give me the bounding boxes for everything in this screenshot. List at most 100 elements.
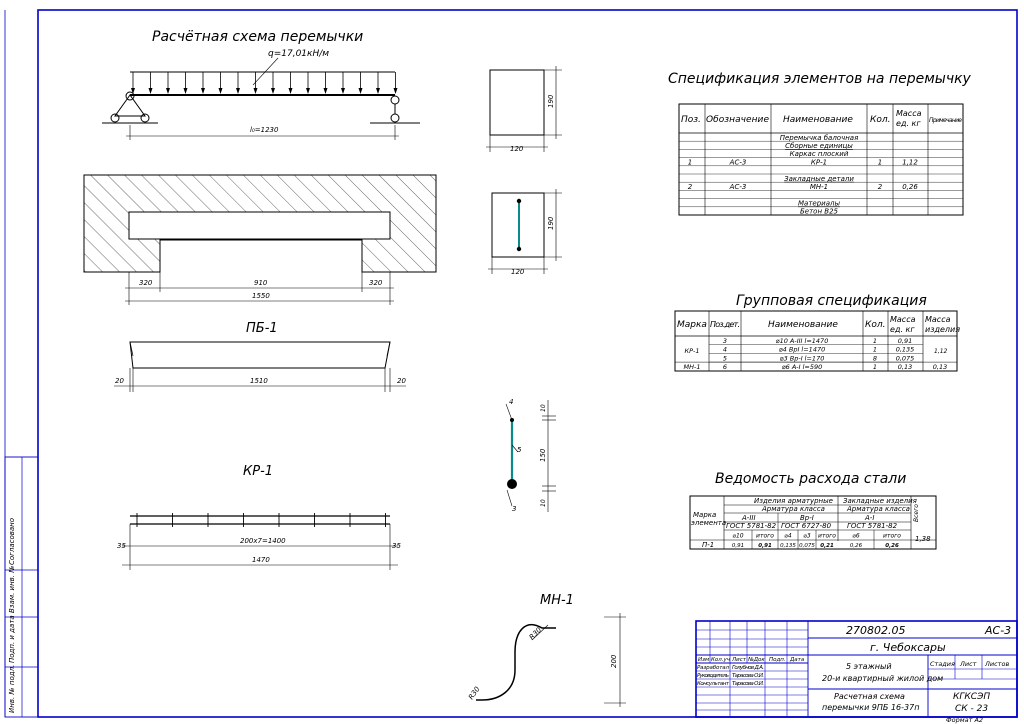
stamp-role-3: Консультант — [697, 681, 730, 687]
dim-total: 1550 — [252, 292, 270, 300]
load-arrow-head — [341, 88, 345, 94]
spec-row-code: АС-3 — [729, 158, 747, 166]
spec-row-name: Каркас плоский — [790, 150, 849, 158]
steel-value: 0,26 — [850, 543, 863, 549]
pb1-in-wall — [128, 211, 391, 240]
steel-h-gost3: ГОСТ 5781-82 — [847, 522, 898, 530]
stamp-doc-code: 270802.05 — [846, 624, 906, 637]
sec1-width: 120 — [510, 145, 524, 153]
gs-h-pos: Поз.дет. — [710, 320, 740, 329]
steel-title: Ведомость расхода стали — [715, 471, 906, 487]
gs-row-qty: 1 — [873, 337, 877, 345]
stamp-col-date: Дата — [789, 657, 805, 663]
kr-pos-3: 3 — [512, 505, 516, 513]
spec-row-code: АС-3 — [729, 183, 747, 191]
spec-row-name: Сборные единицы — [785, 142, 853, 150]
stamp-col-izm: Изм — [698, 657, 709, 663]
spec-h-note: Примечание — [929, 117, 962, 124]
spec-row-pos: 2 — [688, 183, 693, 191]
strip-agreed: Согласовано — [8, 518, 16, 565]
stamp-city: г. Чебоксары — [870, 641, 946, 654]
gs-row-total: 0,13 — [933, 363, 947, 371]
roller-support — [370, 95, 420, 124]
steel-value: 0,21 — [820, 543, 834, 549]
gs-h-name: Наименование — [768, 320, 838, 330]
beam-scheme-title: Расчётная схема перемычки — [152, 29, 363, 45]
gs-row-mass: 0,075 — [896, 354, 915, 362]
steel-value: 0,91 — [732, 543, 744, 549]
stamp-sheets: Листов — [984, 660, 1009, 668]
steel-total: 1,38 — [915, 535, 931, 543]
gs-row-pos: 3 — [723, 337, 727, 345]
spec-title: Спецификация элементов на перемычку — [668, 71, 972, 87]
load-arrow-head — [148, 88, 153, 94]
load-arrow-head — [376, 88, 380, 94]
stamp-role-1: Разработал — [697, 665, 729, 671]
load-arrow-head — [166, 88, 170, 94]
gs-row-pos: 6 — [723, 363, 727, 371]
kr-dim-top: 10 — [540, 404, 547, 412]
load-arrow-head — [183, 88, 188, 94]
spec-h-name: Наименование — [783, 115, 853, 125]
gs-row-qty: 1 — [873, 346, 877, 354]
spec-row-qty: 2 — [878, 183, 883, 191]
steel-value: 0,91 — [758, 543, 772, 549]
load-arrow-head — [271, 88, 275, 94]
gs-row-pos: 5 — [723, 354, 727, 362]
kr-dim-bottom: 10 — [540, 499, 547, 507]
stamp-sheet: Лист — [959, 660, 977, 668]
load-arrow-head — [393, 88, 398, 94]
kr1-view: КР-1 35 200х7=1400 35 1470 — [117, 464, 401, 570]
pb1-view: ПБ-1 20 1510 20 — [114, 321, 406, 392]
mn1-title: МН-1 — [540, 593, 574, 608]
stamp-col-kolich: Кол.уч — [711, 657, 731, 663]
gs-row-name: ⌀4 ВрI l=1470 — [779, 346, 825, 354]
spec-row-mass: 1,12 — [902, 158, 918, 166]
steel-h-vr1: Вр-I — [800, 514, 814, 522]
steel-h-gost1: ГОСТ 5781-82 — [726, 522, 777, 530]
stamp-name-1: Голубнов Д.А. — [732, 665, 764, 671]
sec1-height: 190 — [547, 94, 555, 108]
load-label: q=17,01кН/м — [268, 49, 329, 59]
kr1-dim-end-left: 35 — [117, 542, 126, 550]
outer-frame — [37, 9, 1018, 718]
load-arrows — [131, 72, 398, 94]
spec-h-pos: Поз. — [681, 115, 701, 125]
group-spec-title: Групповая спецификация — [736, 293, 927, 309]
gs-row-qty: 8 — [873, 354, 877, 362]
strip-inv-orig: Инв. № подл. — [8, 665, 16, 713]
steel-subheader: итого — [818, 533, 836, 540]
load-arrow-head — [253, 88, 258, 94]
gs-row-name: ⌀3 Вр-I l=170 — [780, 354, 825, 362]
steel-subheader: ⌀3 — [803, 533, 811, 540]
steel-value: 0,26 — [885, 543, 899, 549]
stamp-col-list: Лист — [731, 657, 747, 663]
kr-pos-4: 4 — [509, 398, 513, 406]
load-arrow-head — [131, 88, 135, 94]
steel-subheader: итого — [756, 533, 774, 540]
spec-row-mass: 0,26 — [902, 183, 918, 191]
spec-h-qty: Кол. — [870, 115, 891, 125]
gs-row-qty: 1 — [873, 363, 877, 371]
strip-sign-date: Подп. и дата — [8, 615, 16, 663]
strip-replace-inv: Взам. инв. № — [8, 565, 16, 613]
steel-h-class1: Арматура класса — [761, 505, 825, 513]
kr1-dim-mid: 200х7=1400 — [240, 537, 286, 545]
mn1-height: 200 — [610, 654, 618, 668]
mn1-r2: R30 — [467, 685, 482, 701]
group-spec-table: Групповая спецификация Марка Поз.дет. На… — [674, 293, 960, 372]
steel-subheader: ⌀10 — [732, 533, 743, 540]
steel-h-a1: A-I — [864, 514, 874, 522]
gs-h-qty: Кол. — [865, 320, 886, 330]
kr1-dim-total: 1470 — [252, 556, 270, 564]
section-plain: 120 190 — [486, 66, 562, 153]
stamp-name-3: Тарасова О.И. — [732, 681, 764, 687]
stamp-sheet-code: АС-3 — [984, 624, 1011, 637]
gs-row-mass: 0,13 — [898, 363, 912, 371]
